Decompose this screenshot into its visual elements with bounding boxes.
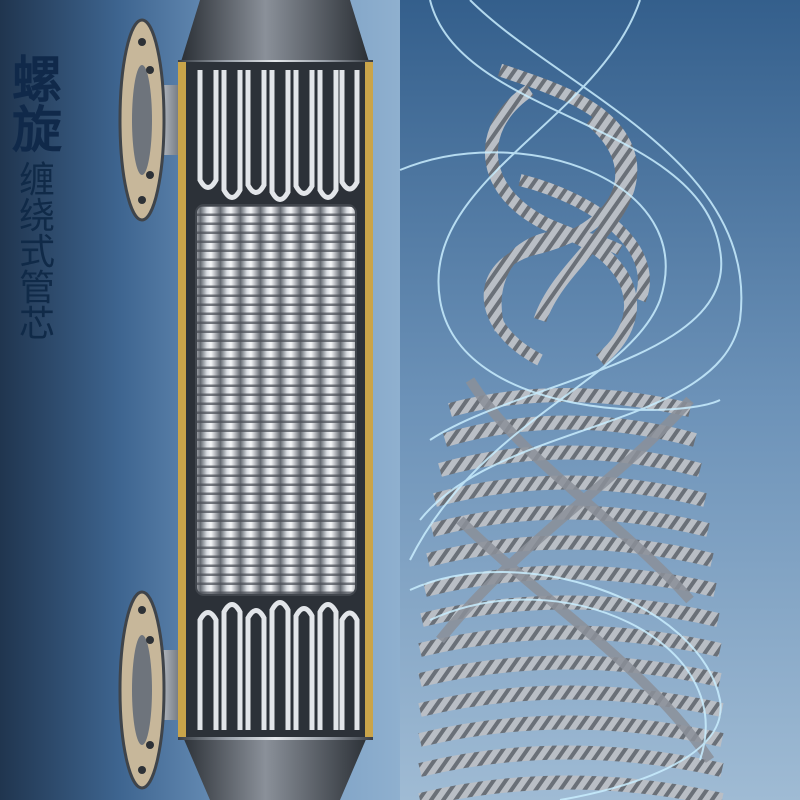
helical-coil [418,63,724,800]
bottom-dome [180,730,370,800]
bottom-tube-bundle [197,600,360,730]
title-sub-char: 缠 [18,160,55,201]
title-main-char: 螺 [12,51,62,109]
top-tube-bundle [197,70,360,202]
title-sub-char: 绕 [18,196,55,237]
title-sub-char: 管 [18,268,55,309]
title-main-char: 旋 [12,101,62,159]
title-main: 螺 旋 [6,55,68,155]
title-sub-char: 芯 [18,304,55,345]
title-sub: 缠 绕 式 管 芯 [6,163,68,343]
title-sub-char: 式 [18,232,55,273]
cutaway-edge-left [178,62,186,737]
top-dome [180,0,370,65]
product-title: 螺 旋 缠 绕 式 管 芯 [6,55,68,343]
cutaway-edge-right [365,62,373,737]
fiber-loops [399,0,743,800]
spiral-core [196,205,356,595]
